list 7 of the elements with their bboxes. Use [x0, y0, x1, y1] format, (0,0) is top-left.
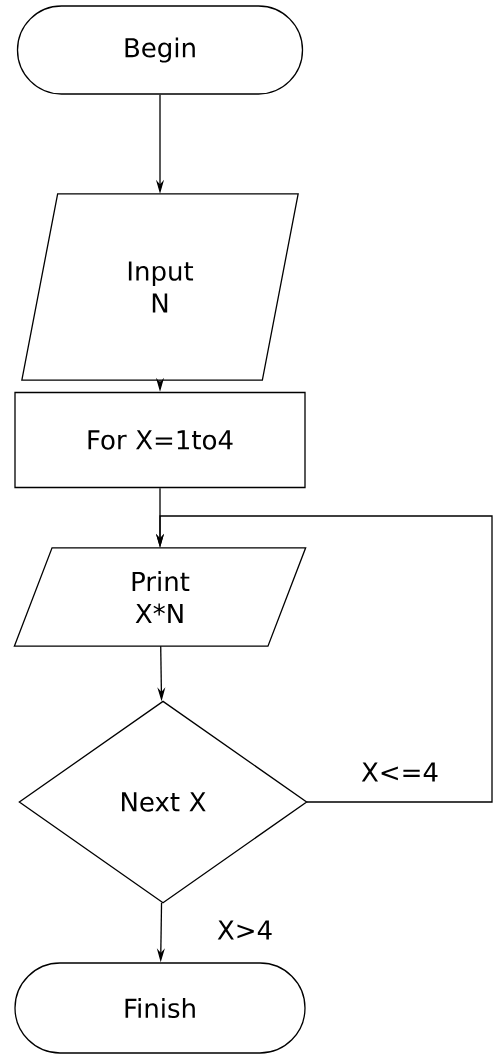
input-output-box: Print X*N — [13, 547, 307, 647]
process-box: For X=1to4 — [14, 391, 306, 489]
input-output-box: Input N — [21, 193, 299, 381]
edge-label: X>4 — [214, 918, 276, 942]
edge-label: X<=4 — [359, 760, 441, 784]
terminal-box: Finish — [14, 962, 306, 1054]
terminal-box: Begin — [16, 5, 304, 95]
